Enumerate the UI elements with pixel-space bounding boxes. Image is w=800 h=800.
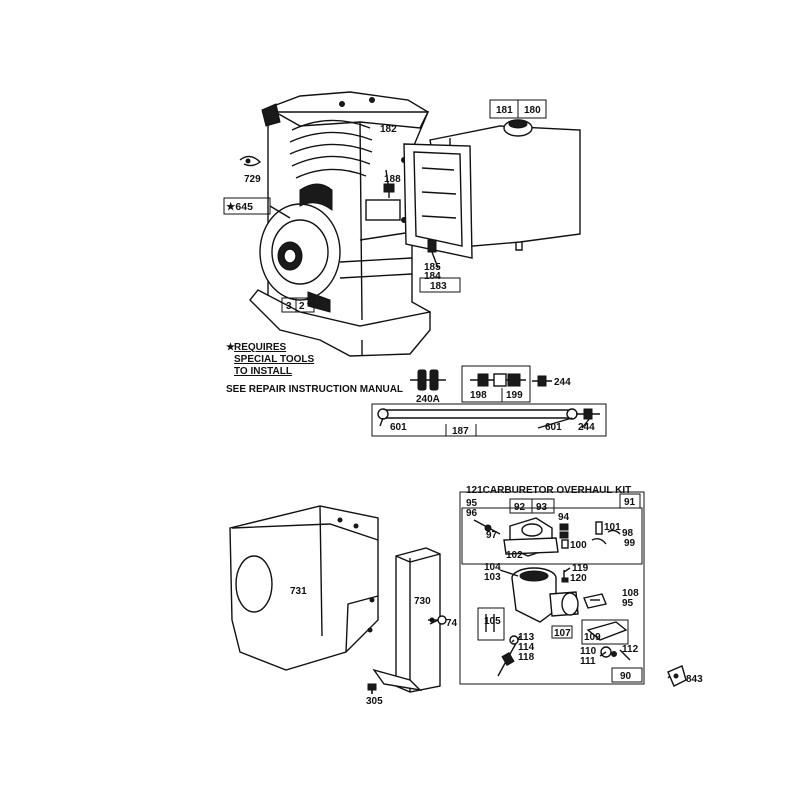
label-102: 102 xyxy=(506,550,523,561)
label-95-bottom: 95 xyxy=(622,598,634,609)
label-118: 118 xyxy=(518,652,535,663)
label-100: 100 xyxy=(570,540,587,551)
label-99: 99 xyxy=(624,538,636,549)
label-240a: 240A xyxy=(416,394,440,405)
label-601-right: 601 xyxy=(545,422,562,433)
screw-188-drawing xyxy=(383,183,395,198)
label-98: 98 xyxy=(622,528,634,539)
label-119: 119 xyxy=(572,563,589,574)
label-184: 184 xyxy=(424,271,441,282)
label-107: 107 xyxy=(554,628,571,639)
fuel-line-187-drawing xyxy=(377,408,600,420)
requires-line-3: TO INSTALL xyxy=(234,366,292,377)
leader-lines xyxy=(269,169,671,694)
label-198: 198 xyxy=(470,390,487,401)
label-111: 111 xyxy=(580,656,596,667)
label-183: 183 xyxy=(430,281,447,292)
part-labels: 729 ★645 182 181 180 188 185 184 183 3 2… xyxy=(226,105,703,707)
label-120: 120 xyxy=(570,573,587,584)
label-91: 91 xyxy=(624,497,636,508)
label-frames xyxy=(223,99,643,683)
label-114: 114 xyxy=(518,642,535,653)
label-92: 92 xyxy=(514,502,526,513)
label-180: 180 xyxy=(524,105,541,116)
label-843: 843 xyxy=(686,674,703,685)
label-185: 185 xyxy=(424,262,441,273)
valve-240a-drawing xyxy=(410,369,446,391)
label-112: 112 xyxy=(622,644,639,655)
label-113: 113 xyxy=(518,632,535,643)
label-103: 103 xyxy=(484,572,501,583)
label-731: 731 xyxy=(290,586,307,597)
label-2-star: * xyxy=(307,301,311,312)
label-90: 90 xyxy=(620,671,632,682)
label-199: 199 xyxy=(506,390,523,401)
label-188: 188 xyxy=(384,174,401,185)
requires-star: ★ xyxy=(226,342,235,353)
label-2: 2 xyxy=(299,301,305,312)
label-105: 105 xyxy=(484,616,501,627)
label-187: 187 xyxy=(452,426,469,437)
label-730: 730 xyxy=(414,596,431,607)
label-96: 96 xyxy=(466,508,478,519)
label-93: 93 xyxy=(536,502,548,513)
air-cleaner-drawing xyxy=(403,143,473,259)
clip-729-drawing xyxy=(239,155,262,167)
shield-730-drawing xyxy=(372,547,441,693)
requires-line-2: SPECIAL TOOLS xyxy=(234,354,315,365)
kit-title: 121CARBURETOR OVERHAUL KIT xyxy=(466,485,631,496)
label-3: 3 xyxy=(286,301,292,312)
label-101: 101 xyxy=(604,522,621,533)
carburetor-kit-inner-frame xyxy=(461,507,643,565)
carburetor-drawing xyxy=(473,517,631,677)
label-729: 729 xyxy=(244,174,261,185)
label-110: 110 xyxy=(580,646,597,657)
carburetor-kit-frame xyxy=(459,491,645,685)
label-97: 97 xyxy=(486,530,498,541)
label-95-top: 95 xyxy=(466,498,478,509)
blower-housing-731-drawing xyxy=(229,505,379,671)
label-181: 181 xyxy=(496,105,513,116)
label-104: 104 xyxy=(484,562,501,573)
label-109: 109 xyxy=(584,632,601,643)
fitting-244-top-drawing xyxy=(532,375,552,387)
see-manual-note: SEE REPAIR INSTRUCTION MANUAL xyxy=(226,384,403,395)
label-182: 182 xyxy=(380,124,397,135)
fitting-198-199-drawing xyxy=(470,373,526,387)
label-244-top: 244 xyxy=(554,377,571,388)
label-74: 74 xyxy=(446,618,458,629)
engine-block-drawing xyxy=(249,91,431,357)
label-244-right: 244 xyxy=(578,422,595,433)
label-108: 108 xyxy=(622,588,639,599)
label-94: 94 xyxy=(558,512,570,523)
label-645: ★645 xyxy=(226,201,253,213)
label-601-left: 601 xyxy=(390,422,407,433)
clip-843-drawing xyxy=(667,665,687,687)
label-305: 305 xyxy=(366,696,383,707)
requires-line-1: REQUIRES xyxy=(234,342,287,353)
